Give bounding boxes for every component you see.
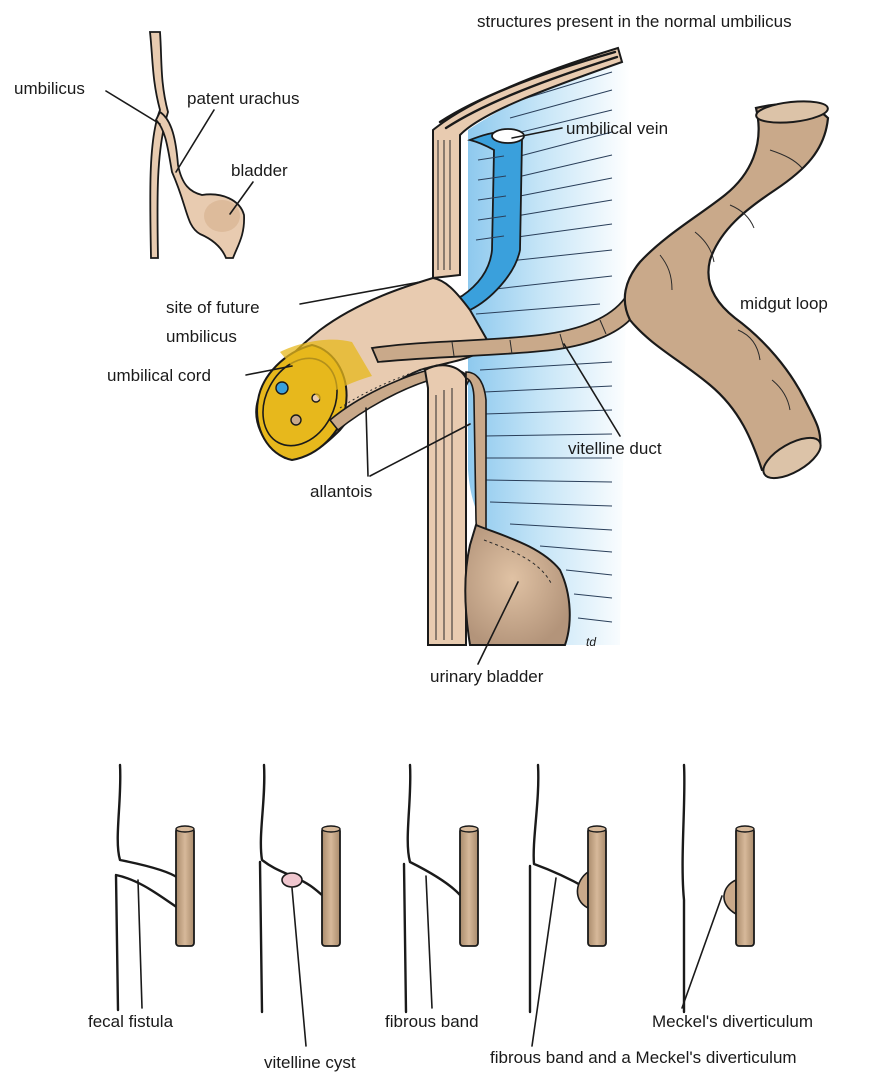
fibrous-band-meckel-leader [532, 878, 556, 1046]
inset-patent-urachus [150, 32, 244, 258]
lower-abdominal-wall [425, 365, 466, 645]
vitelline-duct-label: vitelline duct [568, 439, 662, 458]
fibrous-band-gut [460, 828, 478, 946]
fibrous-band-meckel-gut [588, 828, 606, 946]
fibrous-band-label: fibrous band [385, 1012, 479, 1031]
meckel-label: Meckel's diverticulum [652, 1012, 813, 1031]
umbilical-cord-label: umbilical cord [107, 366, 211, 385]
panel-fecal-fistula [116, 765, 194, 1010]
fecal-fistula-gut [176, 828, 194, 946]
vitelline-cyst-leader [292, 888, 306, 1046]
bladder-label: bladder [231, 161, 288, 180]
patent-urachus-label: patent urachus [187, 89, 299, 108]
umbilicus-leader [106, 91, 160, 124]
main-embryo-drawing: td [248, 48, 828, 649]
panel-fibrous-band [404, 765, 478, 1012]
umbilicus-label: umbilicus [14, 79, 85, 98]
fecal-fistula-leader [138, 880, 142, 1008]
midgut-loop-label: midgut loop [740, 294, 828, 313]
meckel-leader [682, 896, 722, 1008]
site-of-future-label-2: umbilicus [166, 327, 237, 346]
urinary-bladder-label: urinary bladder [430, 667, 544, 686]
signature: td [586, 635, 596, 649]
site-of-future-label: site of future [166, 298, 260, 317]
inset-abdominal-wall [150, 32, 168, 258]
header-label: structures present in the normal umbilic… [477, 12, 792, 31]
allantois-leader-1 [366, 408, 368, 476]
meckel-gut [736, 828, 754, 946]
vitelline-cyst-label: vitelline cyst [264, 1053, 356, 1072]
umbilical-vein-label: umbilical vein [566, 119, 668, 138]
patent-urachus-leader [176, 110, 214, 172]
fibrous-band-meckel-label: fibrous band and a Meckel's diverticulum [490, 1048, 797, 1067]
fecal-fistula-label: fecal fistula [88, 1012, 174, 1031]
meckel-bulge-4 [577, 872, 588, 908]
meckel-bulge-5 [724, 880, 736, 914]
allantois-label: allantois [310, 482, 372, 501]
midgut-loop [625, 104, 828, 471]
vitelline-cyst-shape [282, 873, 302, 887]
vitelline-cyst-gut [322, 828, 340, 946]
fibrous-band-leader [426, 876, 432, 1008]
